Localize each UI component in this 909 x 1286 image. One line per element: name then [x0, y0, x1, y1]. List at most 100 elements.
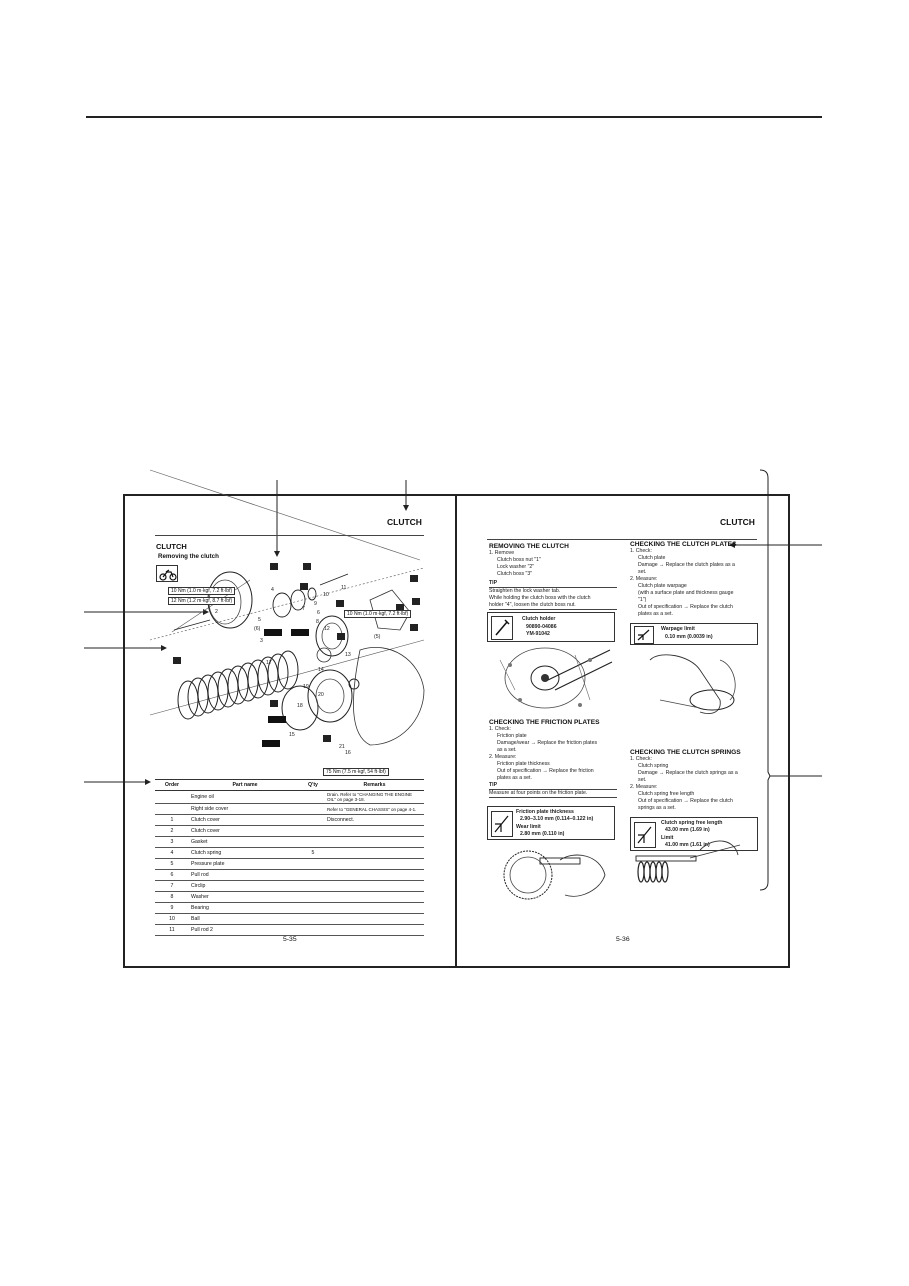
clutch-plates-line: Clutch plate warpage	[638, 583, 687, 589]
friction-title: CHECKING THE FRICTION PLATES	[489, 719, 600, 726]
cell-qty	[301, 814, 325, 826]
measure-icon	[491, 811, 513, 837]
clutch-plates-line: 1. Check:	[630, 548, 652, 554]
cell-order: 9	[155, 902, 189, 914]
measure-icon	[634, 822, 656, 848]
torque-spec-2: 12 Nm (1.2 m·kgf, 8.7 ft·lbf)	[168, 597, 236, 605]
cell-qty	[301, 891, 325, 903]
callout-num: 5	[258, 617, 261, 623]
col-header-part-name: Part name	[189, 779, 301, 791]
cell-order: 4	[155, 847, 189, 859]
left-section-title: CLUTCH	[156, 542, 187, 551]
removing-section: REMOVING THE CLUTCH 1. Remove Clutch bos…	[489, 543, 617, 610]
cell-remarks	[325, 825, 424, 837]
cell-order: 8	[155, 891, 189, 903]
callout-num: 15	[289, 732, 295, 738]
table-row: Engine oil Drain. Refer to "CHANGING THE …	[155, 790, 424, 804]
callout-num: 20	[318, 692, 324, 698]
cell-part-name: Pull rod 2	[189, 924, 301, 936]
spec-line: Warpage limit	[661, 626, 695, 632]
friction-section: CHECKING THE FRICTION PLATES 1. Check: F…	[489, 719, 619, 798]
top-rule	[86, 116, 822, 118]
cell-remarks	[325, 869, 424, 881]
springs-line: springs as a set.	[638, 805, 676, 811]
springs-line: 1. Check:	[630, 756, 652, 762]
spec-line: 0.10 mm (0.0039 in)	[665, 634, 713, 640]
callout-num: 10	[323, 592, 329, 598]
cell-order	[155, 803, 189, 815]
clutch-plates-line: plates as a set.	[638, 611, 673, 617]
torque-spec-4: 75 Nm (7.5 m·kgf, 54 ft·lbf)	[323, 768, 389, 776]
cell-part-name: Right side cover	[189, 803, 301, 815]
cell-qty	[301, 803, 325, 815]
motorcycle-icon	[156, 565, 178, 582]
springs-line: 2. Measure:	[630, 784, 658, 790]
cell-part-name: Pull rod	[189, 869, 301, 881]
table-header-row: Order Part name Q'ty Remarks	[155, 779, 424, 791]
cell-remarks: Refer to "GENERAL CHASSIS" on page 4-1.	[325, 803, 424, 815]
callout-num: (6)	[254, 626, 261, 632]
springs-title: CHECKING THE CLUTCH SPRINGS	[630, 749, 741, 756]
cell-part-name: Pressure plate	[189, 858, 301, 870]
cell-remarks: Drain. Refer to "CHANGING THE ENGINE OIL…	[325, 790, 424, 804]
callout-num: 7	[302, 606, 305, 612]
cell-part-name: Engine oil	[189, 790, 301, 804]
cell-qty	[301, 858, 325, 870]
clutch-plates-line: set.	[638, 569, 647, 575]
springs-line: Damage → Replace the clutch springs as a	[638, 770, 738, 776]
tip-label: TIP	[489, 580, 617, 588]
warpage-spec-box: Warpage limit 0.10 mm (0.0039 in)	[630, 623, 758, 645]
cell-qty	[301, 869, 325, 881]
page-divider	[455, 494, 457, 968]
removing-line: Lock washer "2"	[497, 564, 535, 570]
callout-num: 9	[314, 601, 317, 607]
cell-remarks: Disconnect.	[325, 814, 424, 826]
springs-line: Clutch spring free length	[638, 791, 695, 797]
clutch-holder-tool-box: Clutch holder 90890-04086 YM-91042	[487, 612, 615, 642]
cell-qty: 5	[301, 847, 325, 859]
removing-line: 1. Remove	[489, 550, 515, 556]
callout-num: 18	[297, 703, 303, 709]
cell-remarks	[325, 913, 424, 925]
cell-part-name: Washer	[189, 891, 301, 903]
callout-num: 19	[303, 684, 309, 690]
friction-tip-label: TIP	[489, 782, 617, 790]
friction-line: plates as a set.	[497, 775, 532, 781]
spec-line: 2.90–3.10 mm (0.114–0.122 in)	[520, 816, 594, 822]
callout-num: 2	[215, 609, 218, 615]
friction-line: Friction plate	[497, 733, 527, 739]
cell-qty	[301, 924, 325, 936]
spring-spec-box: Clutch spring free length 43.00 mm (1.69…	[630, 817, 758, 851]
table-row: Right side cover Refer to "GENERAL CHASSI…	[155, 803, 424, 815]
cell-qty	[301, 790, 325, 804]
cell-part-name: Clutch cover	[189, 825, 301, 837]
col-header-qty: Q'ty	[301, 779, 325, 791]
tool-line: YM-91042	[526, 631, 550, 637]
cell-part-name: Bearing	[189, 902, 301, 914]
cell-part-name: Clutch spring	[189, 847, 301, 859]
cell-order: 6	[155, 869, 189, 881]
cell-remarks	[325, 891, 424, 903]
cell-qty	[301, 825, 325, 837]
cell-order: 11	[155, 924, 189, 936]
left-page-number: 5-35	[283, 936, 297, 943]
callout-num: 6	[317, 610, 320, 616]
spec-line: 2.80 mm (0.110 in)	[520, 831, 565, 837]
callout-num: 21	[339, 744, 345, 750]
cell-remarks	[325, 880, 424, 892]
left-subtitle: Removing the clutch	[158, 553, 219, 560]
spec-line: Clutch spring free length	[661, 820, 723, 826]
callout-num: 11	[341, 585, 347, 591]
cell-order: 1	[155, 814, 189, 826]
cell-part-name: Circlip	[189, 880, 301, 892]
